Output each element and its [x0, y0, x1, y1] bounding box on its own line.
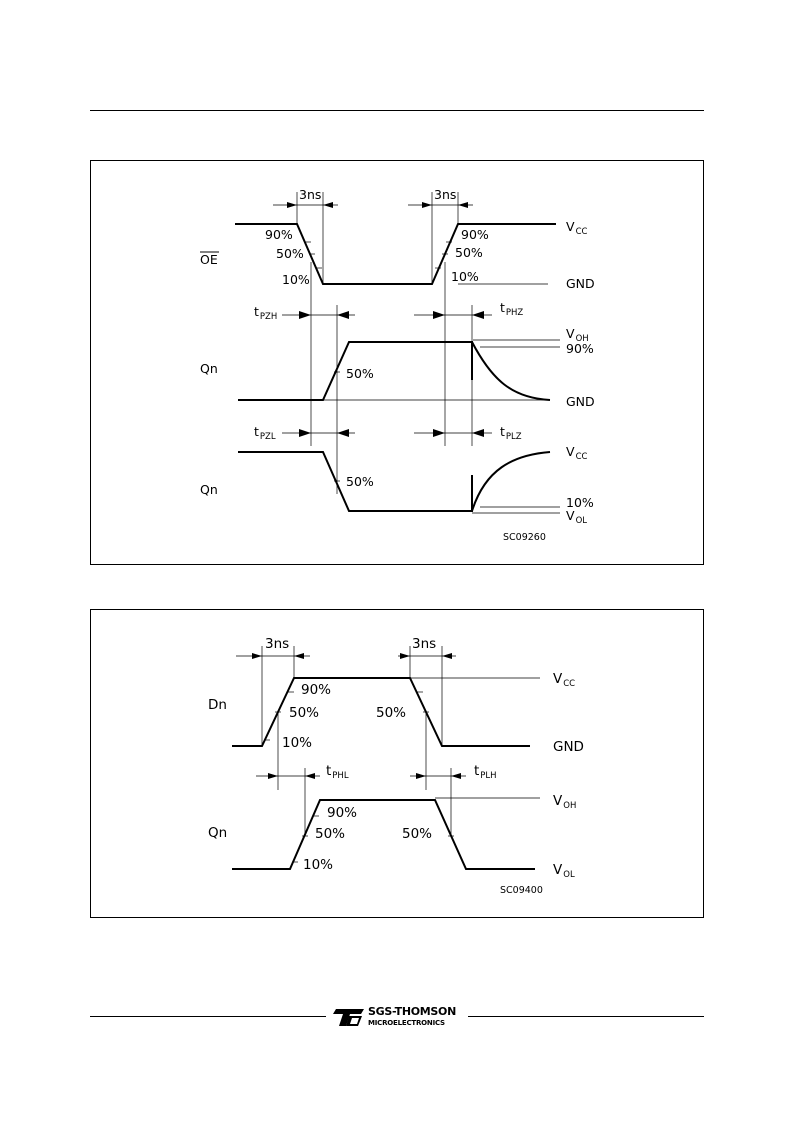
fig2-tphl: tPHL [326, 763, 349, 781]
qn1-decay [471, 341, 551, 401]
fig2-vcc: VCC [553, 671, 575, 689]
fig2-qn-10: 10% [303, 857, 333, 873]
footer-company-name: SGS-THOMSON [368, 1005, 457, 1018]
fig1-qn2-label: Qn [200, 482, 218, 497]
fig1-qn2-50: 50% [346, 474, 374, 489]
fig1-oe-90-right: 90% [461, 227, 489, 242]
figure1-arrows [287, 202, 484, 437]
fig2-qn-50-right: 50% [402, 826, 432, 842]
fig1-vcc-bottom: VCC [566, 444, 587, 462]
fig1-oe-10-left: 10% [282, 272, 310, 287]
fig1-qn1-90: 90% [566, 341, 594, 356]
fig1-tplz: tPLZ [500, 424, 522, 442]
fig1-tphz: tPHZ [500, 300, 523, 318]
oe-waveform [235, 223, 556, 285]
fig2-qn-90: 90% [327, 805, 357, 821]
fig1-vcc-top: VCC [566, 219, 587, 237]
figure1-frame [90, 160, 704, 565]
fig2-tplh: tPLH [474, 763, 497, 781]
dn-waveform [232, 677, 530, 747]
figure2-arrows [252, 653, 461, 779]
fig1-gnd-mid: GND [566, 394, 595, 409]
fig2-vol: VOL [553, 862, 575, 880]
figure1-labels: 3ns 3ns 90% 50% 10% 90% 50% 10% OE Qn Qn… [200, 187, 595, 543]
fig2-dn-50-right: 50% [376, 705, 406, 721]
fig1-vol: VOL [566, 508, 587, 526]
qn-waveform [232, 799, 535, 870]
fig1-gnd-top: GND [566, 276, 595, 291]
figure2-waveforms [232, 677, 535, 870]
st-logo-icon [333, 1009, 364, 1026]
fig2-qn-label: Qn [208, 825, 227, 841]
qn2-waveform [238, 451, 473, 512]
fig2-voh: VOH [553, 793, 576, 811]
fig1-tpzl: tPZL [254, 424, 276, 442]
fig1-voh: VOH [566, 326, 589, 344]
fig1-oe-label: OE [200, 252, 218, 267]
fig2-dn-90: 90% [301, 682, 331, 698]
fig2-qn-50-left: 50% [315, 826, 345, 842]
fig1-oe-90-left: 90% [265, 227, 293, 242]
footer-division-name: MICROELECTRONICS [368, 1019, 445, 1027]
fig2-dn-10: 10% [282, 735, 312, 751]
fig1-tpzh: tPZH [254, 304, 277, 322]
qn2-rise [471, 451, 551, 512]
fig1-oe-10-right: 10% [451, 269, 479, 284]
fig2-3ns-right: 3ns [412, 636, 436, 652]
footer-rule-right [468, 1016, 704, 1017]
figure2-frame [90, 609, 704, 918]
fig1-qn2-10: 10% [566, 495, 594, 510]
header-rule [90, 110, 704, 111]
figure1-waveforms [235, 223, 556, 512]
fig1-oe-50-right: 50% [455, 245, 483, 260]
fig2-3ns-left: 3ns [265, 636, 289, 652]
fig1-3ns-right: 3ns [434, 187, 456, 202]
figure2-labels: 3ns 3ns Dn Qn 90% 50% 50% 10% VCC GND tP… [208, 636, 584, 896]
fig1-qn1-label: Qn [200, 361, 218, 376]
figure1-guides [273, 192, 560, 514]
fig1-code: SC09260 [503, 532, 546, 543]
fig1-oe-50-left: 50% [276, 246, 304, 261]
fig2-code: SC09400 [500, 885, 543, 896]
fig2-gnd: GND [553, 739, 584, 755]
fig1-qn1-50: 50% [346, 366, 374, 381]
fig1-3ns-left: 3ns [299, 187, 321, 202]
footer-rule-left [90, 1016, 326, 1017]
fig2-dn-label: Dn [208, 697, 227, 713]
fig2-dn-50-left: 50% [289, 705, 319, 721]
figure2-guides [236, 646, 540, 863]
